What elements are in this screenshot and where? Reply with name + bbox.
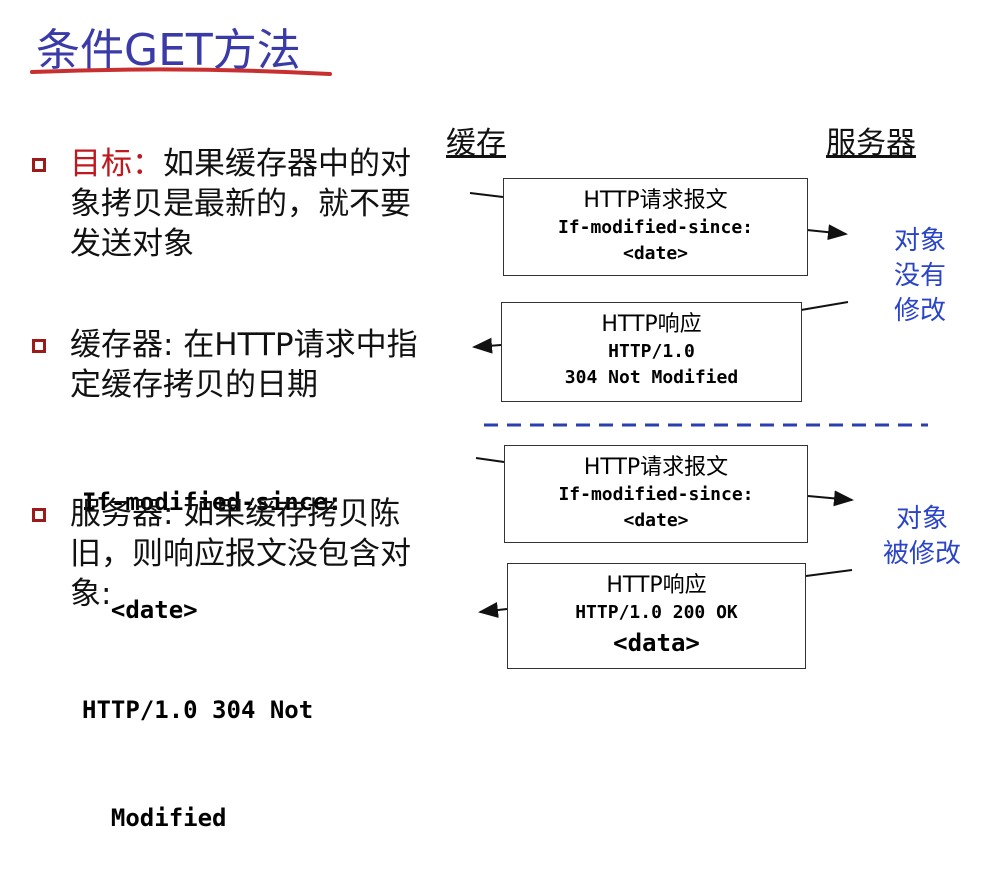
box-title: HTTP响应 bbox=[601, 312, 702, 337]
code-line: HTTP/1.0 304 Not bbox=[82, 696, 314, 724]
bottom-response-box: HTTP响应 HTTP/1.0 200 OK <data> bbox=[507, 563, 806, 669]
not-modified-label: 对象 没有 修改 bbox=[880, 224, 960, 329]
cache-column-header: 缓存 bbox=[446, 126, 506, 161]
bullet-server: 服务器: 如果缓存拷贝陈 旧，则响应报文没包含对 象: bbox=[70, 494, 470, 614]
top-response-box: HTTP响应 HTTP/1.0 304 Not Modified bbox=[501, 302, 802, 402]
bullet-line: 服务器: 如果缓存拷贝陈 bbox=[70, 496, 401, 532]
bullet-square-icon bbox=[32, 158, 46, 172]
response-line-in bbox=[800, 301, 849, 311]
bullet-cache: 缓存器: 在HTTP请求中指 定缓存拷贝的日期 bbox=[70, 325, 470, 405]
bullet-line: 象拷贝是最新的，就不要 bbox=[70, 186, 411, 222]
bullet-square-icon bbox=[32, 508, 46, 522]
box-line: <data> bbox=[613, 629, 700, 657]
response-arrow-out bbox=[472, 337, 502, 354]
modified-label: 对象 被修改 bbox=[872, 502, 972, 572]
code-line: If-modified-since: bbox=[82, 488, 343, 516]
response-line-in bbox=[805, 569, 853, 577]
diagram-lines bbox=[469, 192, 928, 618]
request-line-in bbox=[475, 457, 505, 463]
box-title: HTTP响应 bbox=[606, 573, 707, 598]
box-line: <date> bbox=[623, 510, 689, 531]
code-line: Modified bbox=[82, 804, 227, 832]
request-arrow-out bbox=[806, 224, 848, 241]
box-title: HTTP请求报文 bbox=[583, 188, 728, 213]
bullet-line: 如果缓存器中的对 bbox=[163, 146, 411, 182]
title-underline bbox=[30, 67, 332, 76]
side-label-line: 没有 bbox=[893, 261, 946, 291]
bullet-line: 发送对象 bbox=[70, 226, 194, 262]
server-column-header: 服务器 bbox=[826, 126, 916, 161]
side-label-line: 对象 bbox=[895, 504, 948, 534]
bullet-square-icon bbox=[32, 339, 46, 353]
request-arrow-out bbox=[807, 490, 854, 507]
side-label-line: 对象 bbox=[893, 226, 946, 256]
side-label-line: 被修改 bbox=[882, 539, 961, 569]
bottom-request-box: HTTP请求报文 If-modified-since: <date> bbox=[504, 445, 808, 543]
top-request-box: HTTP请求报文 If-modified-since: <date> bbox=[503, 178, 808, 276]
bullet-line: 缓存器: 在HTTP请求中指 bbox=[70, 327, 418, 363]
goal-label: 目标： bbox=[70, 146, 163, 182]
box-line: 304 Not Modified bbox=[564, 367, 739, 388]
bullet-goal: 目标：如果缓存器中的对 象拷贝是最新的，就不要 发送对象 bbox=[70, 144, 460, 264]
box-line: HTTP/1.0 200 OK bbox=[575, 602, 738, 623]
cache-code: If-modified-since: <date> bbox=[82, 412, 342, 664]
box-line: HTTP/1.0 bbox=[608, 341, 695, 362]
code-line: <date> bbox=[82, 596, 198, 624]
box-line: If-modified-since: bbox=[558, 484, 754, 505]
bullet-line: 定缓存拷贝的日期 bbox=[70, 367, 318, 403]
bullet-line: 象: bbox=[70, 576, 112, 612]
response-arrow-out bbox=[478, 602, 508, 618]
bullet-line: 旧，则响应报文没包含对 bbox=[70, 536, 411, 572]
box-line: If-modified-since: bbox=[557, 217, 754, 238]
box-line: <date> bbox=[622, 243, 689, 264]
box-title: HTTP请求报文 bbox=[583, 455, 729, 480]
request-line-in bbox=[469, 192, 504, 198]
side-label-line: 修改 bbox=[893, 296, 946, 326]
